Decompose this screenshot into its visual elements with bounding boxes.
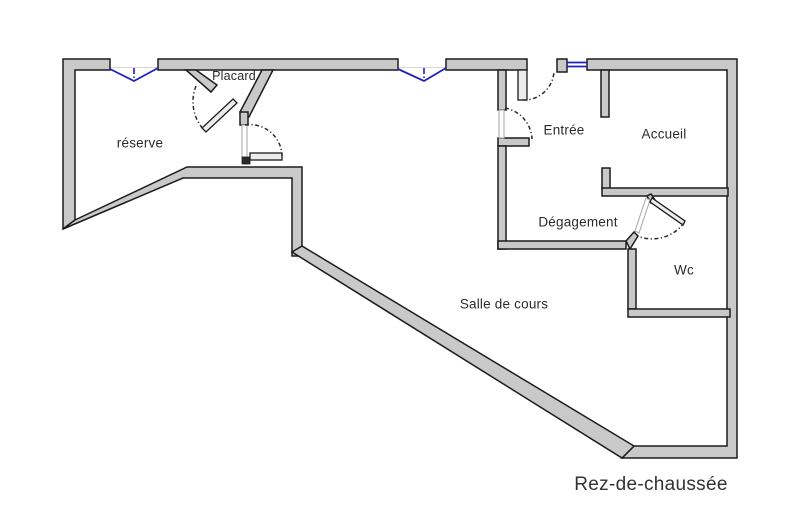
wall-accueil-south [601, 187, 729, 197]
wall-top-east-right-and-bottom [586, 58, 738, 459]
window-reserve-chevron [109, 67, 159, 83]
placard-door-leaf [201, 98, 238, 133]
entree-west-door-closed-line [498, 109, 505, 139]
room-label-accueil: Accueil [641, 126, 687, 142]
wall-degagement-south [497, 240, 627, 250]
wc-door-swing-arc [639, 222, 685, 240]
entrance-door-swing-arc [522, 70, 555, 101]
reserve-door-leaf [249, 152, 283, 161]
wall-placard-apex-stub [239, 111, 249, 126]
entree-west-door-swing-arc [504, 107, 533, 140]
wall-placard-west-diagonal [184, 69, 219, 94]
wc-door-closed-line [634, 197, 651, 234]
wall-diagonal-salle-de-cours [290, 245, 636, 459]
reserve-door-jamb [241, 156, 251, 165]
reserve-door-swing-arc [244, 123, 283, 157]
wall-reserve-south [62, 166, 303, 257]
wall-entree-door-spur [497, 137, 530, 147]
wall-wc-west [627, 248, 637, 310]
placard-door-swing-arc [192, 85, 205, 131]
reserve-door-closed-line [241, 124, 248, 158]
room-label-degagement: Dégagement [538, 214, 618, 230]
wall-stub-entrance-east [556, 58, 568, 73]
wall-top-center [157, 58, 399, 71]
wall-left-and-top-west [62, 58, 111, 231]
entrance-door-leaf [517, 69, 528, 101]
wall-degagement-south-jamb [625, 230, 639, 251]
room-label-wc: Wc [674, 262, 694, 278]
window-salle-chevron [397, 67, 447, 83]
room-label-salle-de-cours: Salle de cours [459, 296, 549, 312]
room-label-entree: Entrée [543, 122, 585, 138]
room-label-reserve: réserve [116, 135, 164, 151]
wc-door-leaf [649, 197, 686, 226]
room-label-placard: Placard [212, 69, 256, 83]
wall-wc-south [627, 308, 731, 318]
wall-entree-west-upper [497, 69, 507, 111]
wall-placard-east-diagonal [238, 69, 275, 119]
floor-level-label: Rez-de-chaussée [574, 474, 728, 495]
wall-top-east-of-window [445, 58, 528, 71]
wall-accueil-west-upper [600, 69, 610, 118]
wall-entree-west-lower [497, 145, 507, 250]
wall-accueil-west-lower [601, 167, 611, 190]
